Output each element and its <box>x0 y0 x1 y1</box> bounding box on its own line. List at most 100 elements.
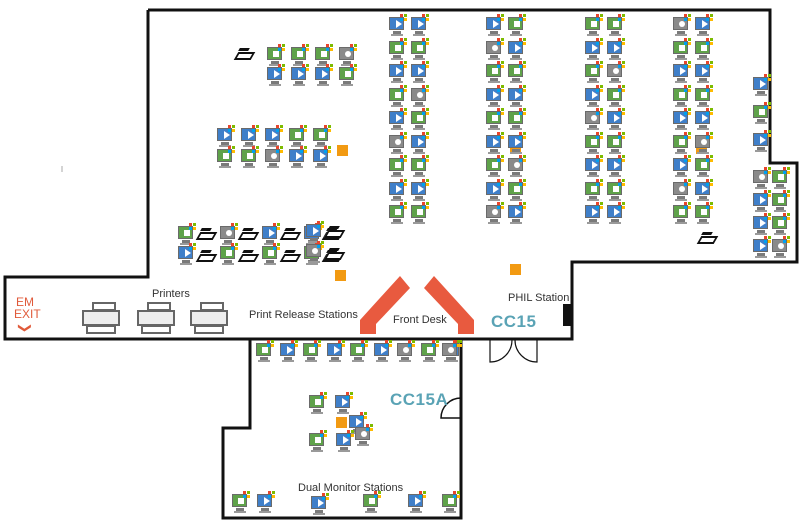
pc-workstation-icon[interactable] <box>240 146 259 169</box>
mac-workstation-icon[interactable] <box>606 37 625 61</box>
pc-workstation-icon[interactable] <box>216 146 235 169</box>
mac-workstation-icon[interactable] <box>672 108 691 131</box>
pc-workstation-icon[interactable] <box>752 102 771 125</box>
pc-workstation-icon[interactable] <box>388 37 407 61</box>
mac-workstation-icon[interactable] <box>256 491 275 514</box>
pc-workstation-icon[interactable] <box>672 14 691 37</box>
scanner-icon[interactable] <box>323 248 346 262</box>
mac-workstation-icon[interactable] <box>584 84 603 108</box>
pc-workstation-icon[interactable] <box>771 213 790 236</box>
pc-workstation-icon[interactable] <box>584 108 603 131</box>
mac-workstation-icon[interactable] <box>485 178 504 202</box>
pc-workstation-icon[interactable] <box>290 44 309 67</box>
mac-workstation-icon[interactable] <box>305 221 324 244</box>
mac-workstation-icon[interactable] <box>240 125 259 148</box>
mac-workstation-icon[interactable] <box>584 202 603 225</box>
pc-workstation-icon[interactable] <box>507 155 526 178</box>
mac-workstation-icon[interactable] <box>177 243 196 266</box>
pc-workstation-icon[interactable] <box>694 155 713 178</box>
mac-workstation-icon[interactable] <box>388 108 407 131</box>
mac-workstation-icon[interactable] <box>216 125 235 148</box>
pc-workstation-icon[interactable] <box>388 202 407 225</box>
pc-workstation-icon[interactable] <box>606 178 625 202</box>
pc-workstation-icon[interactable] <box>177 223 196 246</box>
scanner-icon[interactable] <box>237 250 260 264</box>
mac-workstation-icon[interactable] <box>672 155 691 178</box>
pc-workstation-icon[interactable] <box>507 108 526 131</box>
mac-workstation-icon[interactable] <box>314 64 333 87</box>
pc-workstation-icon[interactable] <box>485 37 504 61</box>
mac-workstation-icon[interactable] <box>752 74 771 97</box>
scanner-icon[interactable] <box>279 250 302 264</box>
mac-workstation-icon[interactable] <box>334 392 353 415</box>
mac-workstation-icon[interactable] <box>290 64 309 87</box>
mac-workstation-icon[interactable] <box>388 178 407 202</box>
pc-workstation-icon[interactable] <box>771 236 790 259</box>
pc-workstation-icon[interactable] <box>338 44 357 67</box>
pc-workstation-icon[interactable] <box>584 14 603 37</box>
pc-workstation-icon[interactable] <box>606 61 625 84</box>
pc-workstation-icon[interactable] <box>410 37 429 61</box>
pc-workstation-icon[interactable] <box>410 202 429 225</box>
pc-workstation-icon[interactable] <box>308 430 327 453</box>
mac-workstation-icon[interactable] <box>485 14 504 37</box>
pc-workstation-icon[interactable] <box>485 108 504 131</box>
scanner-icon[interactable] <box>237 228 260 242</box>
pc-workstation-icon[interactable] <box>584 178 603 202</box>
mac-workstation-icon[interactable] <box>266 64 285 87</box>
mac-workstation-icon[interactable] <box>288 146 307 169</box>
pc-workstation-icon[interactable] <box>694 84 713 108</box>
mac-workstation-icon[interactable] <box>264 125 283 148</box>
pc-workstation-icon[interactable] <box>507 14 526 37</box>
pc-workstation-icon[interactable] <box>507 61 526 84</box>
mac-workstation-icon[interactable] <box>326 340 345 363</box>
mac-workstation-icon[interactable] <box>606 202 625 225</box>
pc-workstation-icon[interactable] <box>672 131 691 155</box>
pc-workstation-icon[interactable] <box>219 223 238 246</box>
mac-workstation-icon[interactable] <box>507 84 526 108</box>
mac-workstation-icon[interactable] <box>388 61 407 84</box>
pc-workstation-icon[interactable] <box>694 131 713 155</box>
pc-workstation-icon[interactable] <box>255 340 274 363</box>
pc-workstation-icon[interactable] <box>771 190 790 213</box>
pc-workstation-icon[interactable] <box>219 243 238 266</box>
pc-workstation-icon[interactable] <box>388 84 407 108</box>
pc-workstation-icon[interactable] <box>752 167 771 190</box>
pc-workstation-icon[interactable] <box>441 340 460 363</box>
mac-workstation-icon[interactable] <box>410 131 429 155</box>
mac-workstation-icon[interactable] <box>485 84 504 108</box>
mac-workstation-icon[interactable] <box>388 14 407 37</box>
mac-workstation-icon[interactable] <box>694 178 713 202</box>
mac-workstation-icon[interactable] <box>312 146 331 169</box>
mac-workstation-icon[interactable] <box>507 131 526 155</box>
mac-workstation-icon[interactable] <box>606 108 625 131</box>
pc-workstation-icon[interactable] <box>264 146 283 169</box>
pc-workstation-icon[interactable] <box>694 37 713 61</box>
scanner-icon[interactable] <box>233 48 256 62</box>
mac-workstation-icon[interactable] <box>752 236 771 259</box>
pc-workstation-icon[interactable] <box>584 131 603 155</box>
pc-workstation-icon[interactable] <box>485 155 504 178</box>
scanner-icon[interactable] <box>195 250 218 264</box>
pc-workstation-icon[interactable] <box>396 340 415 363</box>
mac-workstation-icon[interactable] <box>279 340 298 363</box>
pc-workstation-icon[interactable] <box>672 37 691 61</box>
pc-workstation-icon[interactable] <box>302 340 321 363</box>
mac-workstation-icon[interactable] <box>410 61 429 84</box>
pc-workstation-icon[interactable] <box>672 202 691 225</box>
mac-workstation-icon[interactable] <box>335 430 354 453</box>
mac-workstation-icon[interactable] <box>584 155 603 178</box>
mac-workstation-icon[interactable] <box>507 202 526 225</box>
mac-workstation-icon[interactable] <box>672 61 691 84</box>
mac-workstation-icon[interactable] <box>694 14 713 37</box>
pc-workstation-icon[interactable] <box>420 340 439 363</box>
pc-workstation-icon[interactable] <box>606 14 625 37</box>
pc-workstation-icon[interactable] <box>672 178 691 202</box>
pc-workstation-icon[interactable] <box>410 155 429 178</box>
pc-workstation-icon[interactable] <box>388 155 407 178</box>
mac-workstation-icon[interactable] <box>373 340 392 363</box>
pc-workstation-icon[interactable] <box>288 125 307 148</box>
pc-workstation-icon[interactable] <box>338 64 357 87</box>
pc-workstation-icon[interactable] <box>694 202 713 225</box>
pc-workstation-icon[interactable] <box>606 84 625 108</box>
